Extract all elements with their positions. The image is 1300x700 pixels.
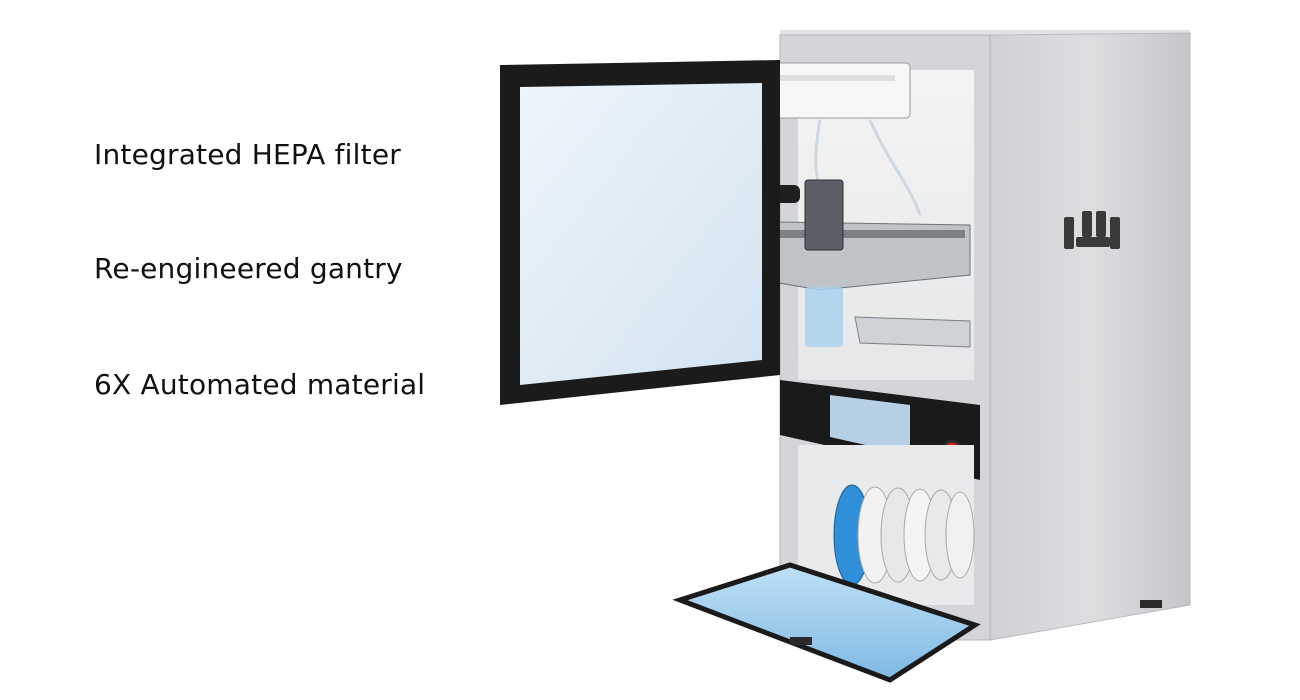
print-head [804, 179, 844, 251]
door-glass [520, 83, 762, 385]
printer-illustration [500, 30, 1191, 683]
feature-automated-material: 6X Automated material [94, 368, 426, 401]
build-plate [854, 316, 971, 348]
cabinet-side-panel [989, 32, 1191, 641]
drawer-tray [672, 562, 981, 683]
feature-gantry: Re-engineered gantry [94, 252, 403, 285]
reservoir-right [805, 287, 843, 347]
brand-logo-icon [1064, 211, 1120, 249]
filament-spools [833, 484, 975, 586]
feature-hepa-filter: Integrated HEPA filter [94, 138, 401, 171]
touchscreen [830, 395, 910, 455]
